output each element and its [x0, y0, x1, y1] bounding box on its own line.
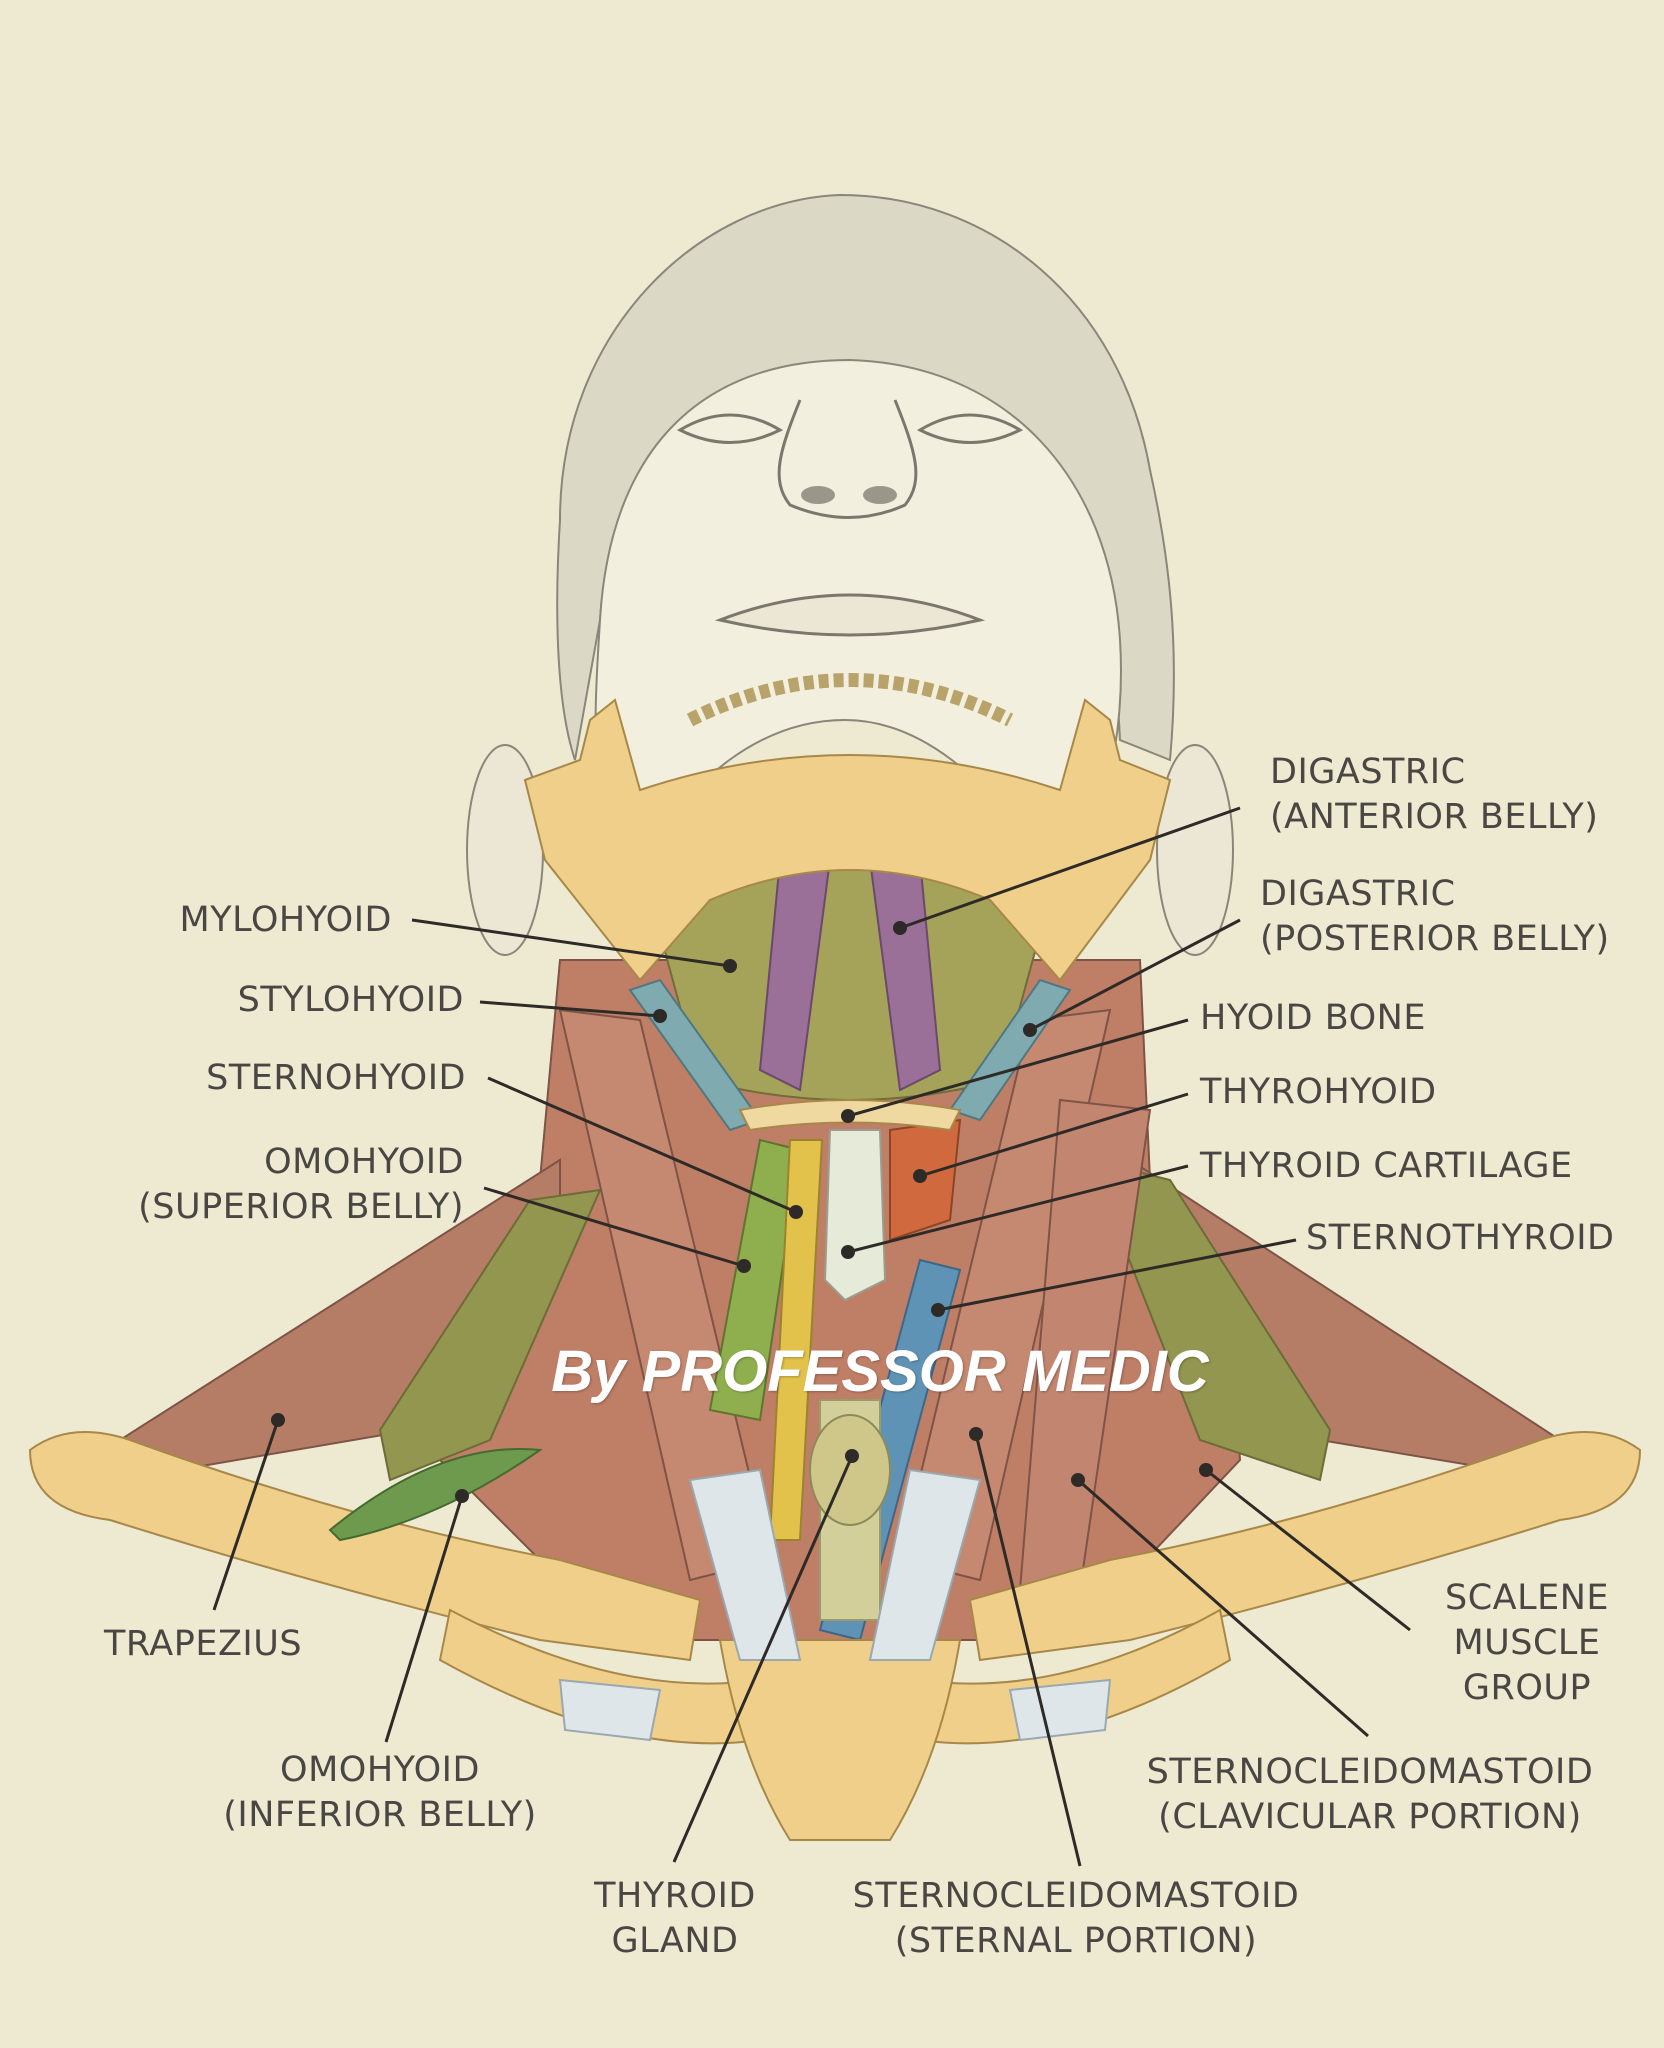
mandible [523, 698, 1172, 982]
sternum-manubrium [718, 1639, 962, 1841]
label-mylohyoid: MYLOHYOID [179, 900, 392, 940]
thyroid-cartilage [823, 1129, 887, 1302]
label-sternothyroid: STERNOTHYROID [1306, 1218, 1615, 1258]
lips [714, 593, 986, 637]
sternohyoid-left [768, 1139, 824, 1541]
label-digastric-anterior: DIGASTRIC (ANTERIOR BELLY) [1270, 752, 1599, 837]
label-hyoid-bone: HYOID BONE [1200, 998, 1426, 1038]
label-sternohyoid: STERNOHYOID [206, 1058, 466, 1098]
label-omohyoid-superior: OMOHYOID (SUPERIOR BELLY) [138, 1142, 464, 1227]
omohyoid-inferior [328, 1448, 543, 1542]
thyroid-gland [809, 1414, 891, 1526]
label-scalene-group: SCALENE MUSCLE GROUP [1444, 1578, 1609, 1708]
scalene-group [1088, 1158, 1332, 1482]
scm-tendon-right [868, 1468, 982, 1661]
nose [777, 399, 918, 519]
left-ear [466, 744, 544, 956]
left-eye [676, 413, 784, 444]
right-ear [1156, 744, 1234, 956]
label-scm-clavicular: STERNOCLEIDOMASTOID (CLAVICULAR PORTION) [1146, 1752, 1594, 1837]
leader-lines [212, 806, 1411, 1867]
omohyoid-superior [708, 1138, 802, 1422]
label-digastric-posterior: DIGASTRIC (POSTERIOR BELLY) [1260, 874, 1610, 959]
label-trapezius: TRAPEZIUS [104, 1624, 303, 1664]
watermark: By PROFESSOR MEDIC [551, 1339, 1209, 1404]
clavicle-left [28, 1431, 702, 1662]
label-scm-sternal: STERNOCLEIDOMASTOID (STERNAL PORTION) [852, 1876, 1300, 1961]
leader-dots [271, 921, 1213, 1503]
label-thyrohyoid: THYROHYOID [1200, 1072, 1437, 1112]
label-thyroid-cartilage: THYROID CARTILAGE [1200, 1146, 1573, 1186]
label-omohyoid-inferior: OMOHYOID (INFERIOR BELLY) [223, 1750, 537, 1835]
teeth [686, 673, 1014, 727]
scm-tendon-left [688, 1468, 802, 1661]
label-thyroid-gland: THYROID GLAND [594, 1876, 756, 1961]
label-stylohyoid: STYLOHYOID [237, 980, 464, 1020]
right-eye [916, 413, 1024, 444]
